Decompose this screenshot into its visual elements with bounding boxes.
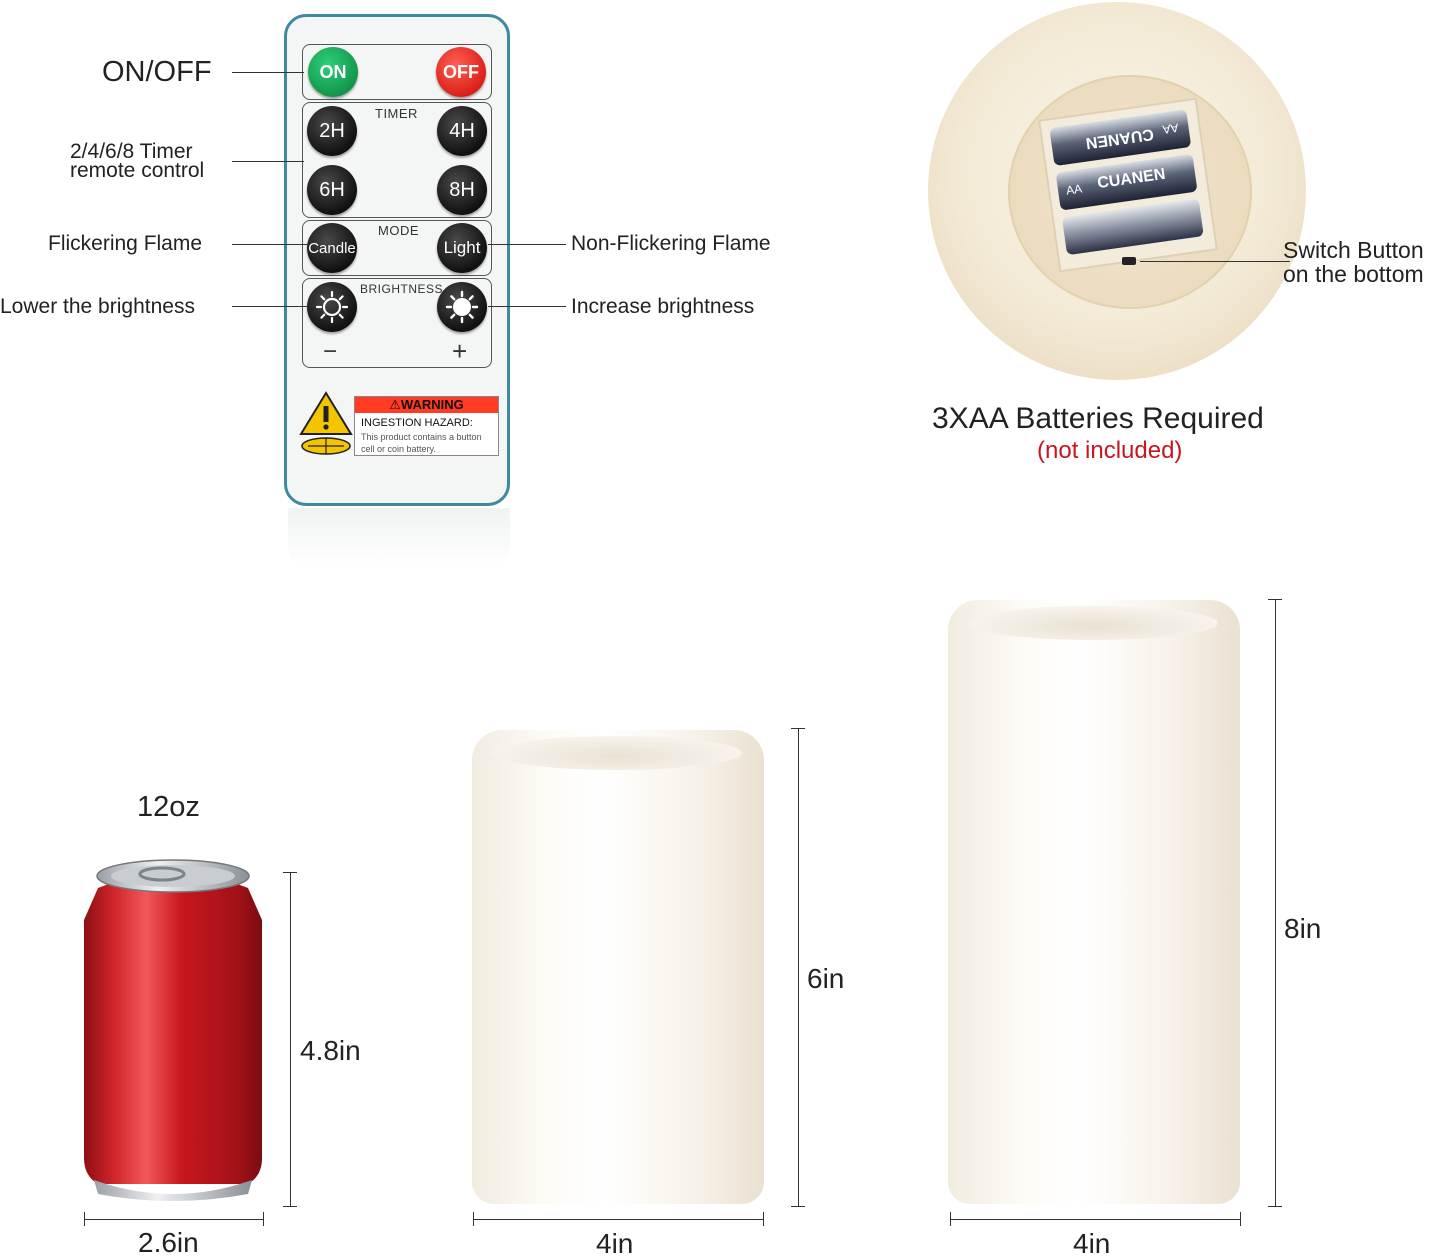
candle-8in-top xyxy=(968,606,1218,640)
sun-outline-icon xyxy=(315,290,349,324)
brightness-title: BRIGHTNESS xyxy=(360,282,444,296)
timer-4h-button[interactable]: 4H xyxy=(437,106,487,156)
candle-6in-top xyxy=(492,736,742,770)
sun-filled-icon xyxy=(445,290,479,324)
on-off-label: ON/OFF xyxy=(102,56,212,88)
candle-8in-width-label: 4in xyxy=(1073,1228,1111,1259)
battery-holder: CUANEN AA AA CUANEN xyxy=(1038,97,1218,273)
switch-button xyxy=(1122,257,1136,265)
brightness-up-button[interactable] xyxy=(437,282,487,332)
timer-panel xyxy=(302,102,492,218)
light-mode-button[interactable]: Light xyxy=(437,223,487,273)
can-volume-label: 12oz xyxy=(137,791,200,823)
minus-sign: − xyxy=(323,338,338,365)
batteries-required-label: 3XAA Batteries Required xyxy=(932,402,1264,435)
timer-8h-button[interactable]: 8H xyxy=(437,165,487,215)
candle-mode-button[interactable]: Candle xyxy=(307,223,357,273)
mode-panel xyxy=(302,220,492,276)
can-width-label: 2.6in xyxy=(138,1227,199,1258)
timer-label-line2: remote control xyxy=(70,159,205,182)
warning-label: ⚠WARNING INGESTION HAZARD: This product … xyxy=(354,396,499,456)
switch-label-line2: on the bottom xyxy=(1283,261,1424,287)
lower-brightness-label: Lower the brightness xyxy=(0,295,195,318)
warning-heading: ⚠WARNING xyxy=(355,397,498,413)
soda-can-image xyxy=(84,859,262,1201)
warning-text: This product contains a button cell or c… xyxy=(361,432,482,454)
candle-6in-width-label: 4in xyxy=(596,1228,634,1259)
battery-brand: CUANEN xyxy=(1096,165,1167,193)
battery-size: AA xyxy=(1161,120,1180,137)
battery-size: AA xyxy=(1065,181,1084,198)
increase-brightness-label: Increase brightness xyxy=(571,295,755,318)
candle-6in-image xyxy=(472,730,764,1204)
timer-title: TIMER xyxy=(375,106,418,121)
candle-8in-height-label: 8in xyxy=(1284,913,1322,944)
not-included-label: (not included) xyxy=(1037,437,1183,464)
off-button[interactable]: OFF xyxy=(436,47,486,97)
candle-8in-image xyxy=(948,600,1240,1204)
candle-6in-height-label: 6in xyxy=(807,963,845,994)
flickering-label: Flickering Flame xyxy=(48,232,203,255)
on-button[interactable]: ON xyxy=(308,47,358,97)
warning-triangle-icon xyxy=(299,391,353,455)
can-height-label: 4.8in xyxy=(300,1035,361,1066)
mode-title: MODE xyxy=(378,223,419,238)
brightness-down-button[interactable] xyxy=(307,282,357,332)
timer-6h-button[interactable]: 6H xyxy=(307,165,357,215)
brightness-panel xyxy=(302,278,492,368)
battery-brand: CUANEN xyxy=(1084,125,1155,152)
timer-label-line1: 2/4/6/8 Timer xyxy=(70,140,193,163)
non-flickering-label: Non-Flickering Flame xyxy=(571,232,771,255)
timer-2h-button[interactable]: 2H xyxy=(307,106,357,156)
switch-label-line1: Switch Button xyxy=(1283,237,1424,263)
remote-reflection xyxy=(288,508,510,568)
plus-sign: + xyxy=(452,336,468,366)
warning-hazard: INGESTION HAZARD: xyxy=(361,417,473,429)
